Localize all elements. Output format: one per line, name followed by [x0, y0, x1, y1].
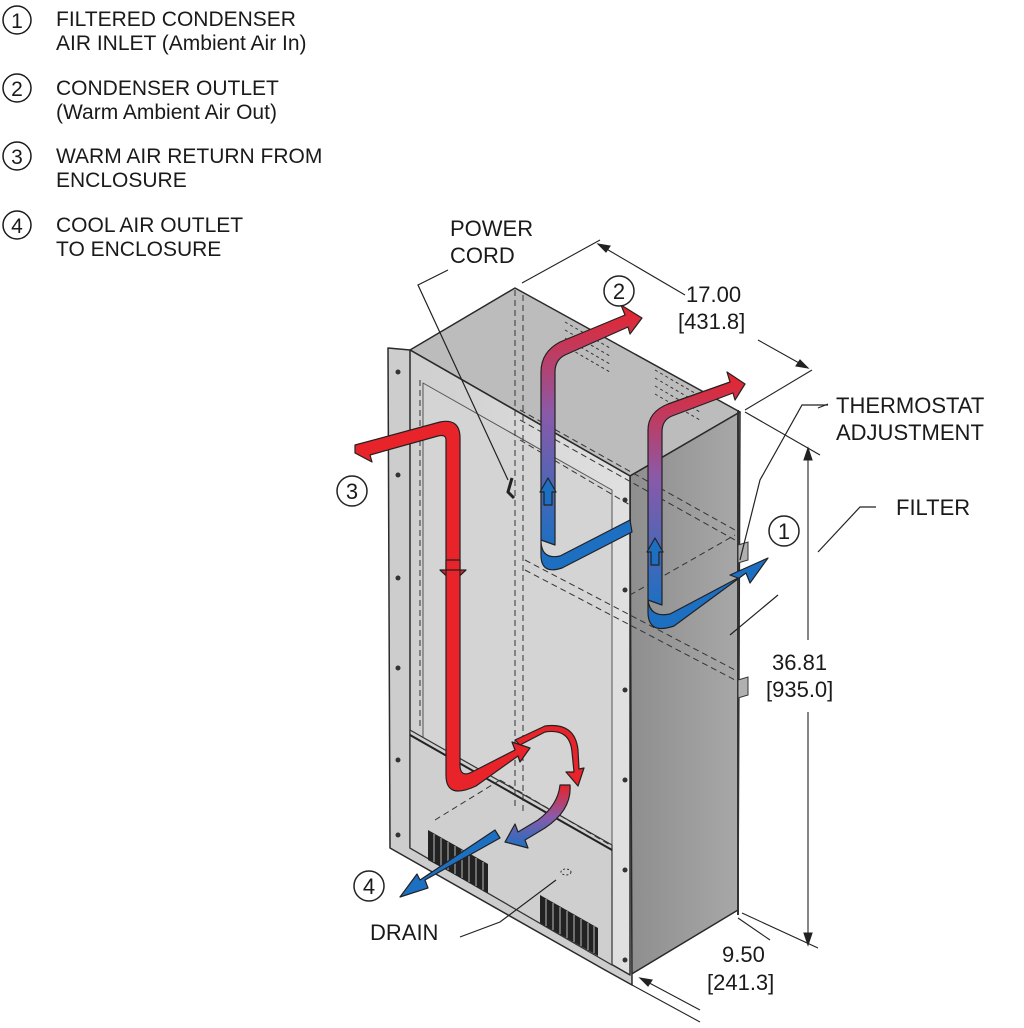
- drain-hole: [560, 868, 572, 876]
- depth-inches: 9.50: [722, 942, 765, 967]
- power-cord-label-1: POWER: [450, 216, 533, 241]
- thermostat-label-2: ADJUSTMENT: [836, 420, 984, 445]
- legend-line-2: ENCLOSURE: [56, 169, 187, 192]
- airflow-condenser-left: [539, 304, 643, 571]
- hidden-lines: [419, 290, 736, 846]
- legend-item-1: 1 FILTERED CONDENSER AIR INLET (Ambient …: [2, 5, 307, 55]
- legend-line-1: CONDENSER OUTLET: [56, 77, 279, 100]
- legend-line-2: AIR INLET (Ambient Air In): [56, 32, 307, 55]
- drain-label: DRAIN: [370, 920, 438, 945]
- thermostat-label-1: THERMOSTAT: [836, 393, 984, 418]
- legend-number: 4: [11, 215, 23, 238]
- airflow-swirl: [504, 724, 585, 849]
- legend-number: 3: [11, 146, 23, 169]
- marker-3: 3: [336, 475, 368, 507]
- cabinet-side: [629, 411, 741, 976]
- airflow-condenser-right: [646, 371, 769, 630]
- cabinet: [387, 287, 741, 986]
- width-inches: 17.00: [686, 282, 741, 307]
- filter-label: FILTER: [896, 495, 970, 520]
- legend-item-4: 4 COOL AIR OUTLET TO ENCLOSURE: [2, 210, 243, 261]
- marker-number: 3: [346, 479, 358, 504]
- airflow-cool-outlet: [399, 829, 501, 898]
- marker-number: 2: [613, 279, 625, 304]
- return-grille: [540, 895, 598, 956]
- legend-item-3: 3 WARM AIR RETURN FROM ENCLOSURE: [2, 141, 322, 192]
- legend-line-1: COOL AIR OUTLET: [56, 214, 243, 237]
- marker-4: 4: [353, 870, 385, 902]
- legend-item-2: 2 CONDENSER OUTLET (Warm Ambient Air Out…: [2, 73, 279, 124]
- flange-holes: [395, 369, 628, 963]
- legend-line-2: TO ENCLOSURE: [56, 238, 221, 261]
- legend-line-1: FILTERED CONDENSER: [56, 8, 296, 31]
- height-inches: 36.81: [772, 650, 827, 675]
- dimension-lines: [521, 239, 821, 1023]
- width-mm: [431.8]: [678, 309, 745, 334]
- depth-mm: [241.3]: [707, 970, 774, 995]
- marker-1: 1: [768, 515, 800, 547]
- legend-number: 1: [11, 10, 23, 33]
- legend-line-1: WARM AIR RETURN FROM: [56, 145, 322, 168]
- legend-number: 2: [11, 78, 23, 101]
- legend: 1 FILTERED CONDENSER AIR INLET (Ambient …: [2, 5, 322, 261]
- marker-number: 1: [778, 519, 790, 544]
- power-cord: [506, 477, 516, 500]
- marker-number: 4: [363, 874, 375, 899]
- power-cord-label-2: CORD: [450, 243, 515, 268]
- height-mm: [935.0]: [766, 677, 833, 702]
- marker-2: 2: [603, 275, 635, 307]
- leader-lines: [417, 269, 876, 938]
- legend-line-2: (Warm Ambient Air Out): [56, 101, 277, 124]
